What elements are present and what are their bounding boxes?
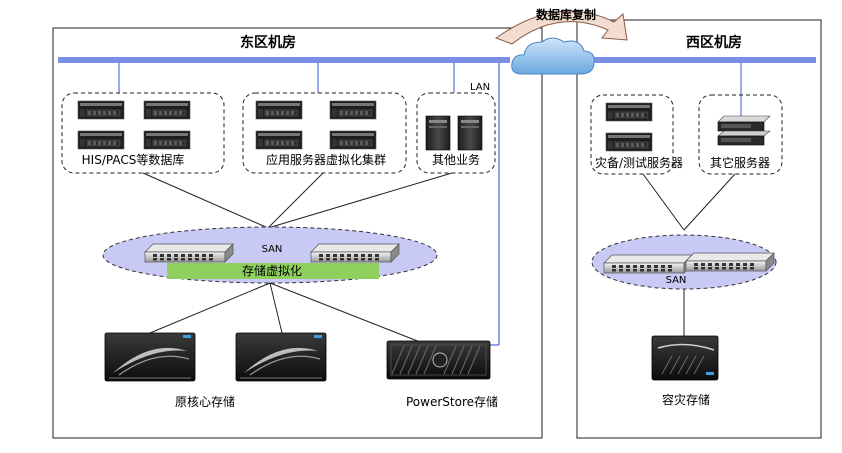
cloud-icon <box>511 37 595 75</box>
db-server-2 <box>143 100 191 120</box>
core-storage-array-2 <box>235 332 327 382</box>
dr-storage-array <box>651 335 719 381</box>
db-server-3 <box>77 130 125 150</box>
app-group-label: 应用服务器虚拟化集群 <box>266 152 386 167</box>
west-rack-server-2 <box>717 130 771 146</box>
west-lan-bus <box>594 57 816 63</box>
dr-server-2 <box>605 132 653 152</box>
west-other-group-label: 其它服务器 <box>710 155 770 170</box>
dr-server-1 <box>605 102 653 122</box>
west-san-switch-1 <box>603 254 693 274</box>
east-san: SAN 存储虚拟化 <box>102 226 438 284</box>
other-business-group: 其他业务 <box>416 92 496 174</box>
app-server-4 <box>329 130 377 150</box>
east-lan-label: LAN <box>470 82 490 93</box>
replication-arrow <box>494 10 628 45</box>
east-datacenter-border <box>52 27 543 439</box>
app-server-2 <box>329 100 377 120</box>
east-datacenter: 东区机房 LAN HIS/PACS等数据库 应用服务器虚拟化集群 <box>52 27 543 439</box>
dr-group-label: 灾备/测试服务器 <box>595 155 683 170</box>
database-replication: 数据库复制 <box>494 7 628 75</box>
db-server-group: HIS/PACS等数据库 <box>61 92 225 174</box>
db-server-4 <box>143 130 191 150</box>
west-rack-server-1 <box>717 115 771 132</box>
west-other-server-group: 其它服务器 <box>698 94 783 175</box>
app-server-1 <box>255 100 303 120</box>
storage-virtualization-bar <box>167 263 379 279</box>
west-san: SAN <box>591 234 777 290</box>
tower-server-1 <box>425 115 451 151</box>
west-san-label: SAN <box>666 275 687 286</box>
west-san-switch-2 <box>685 252 775 272</box>
east-san-switch-2 <box>310 243 400 263</box>
west-datacenter-title: 西区机房 <box>686 34 742 51</box>
core-storage-array-1 <box>104 332 196 382</box>
powerstore-array <box>386 340 491 380</box>
db-server-1 <box>77 100 125 120</box>
other-group-label: 其他业务 <box>432 152 480 167</box>
east-lan-bus <box>58 57 510 63</box>
app-cluster-group: 应用服务器虚拟化集群 <box>242 92 407 174</box>
db-group-label: HIS/PACS等数据库 <box>82 152 185 167</box>
east-datacenter-title: 东区机房 <box>240 34 296 51</box>
core-storage-label: 原核心存储 <box>175 394 235 409</box>
tower-server-2 <box>457 115 483 151</box>
west-datacenter-border <box>576 19 822 439</box>
west-datacenter: 西区机房 灾备/测试服务器 其它服务器 <box>576 19 822 439</box>
east-san-label: SAN <box>262 244 283 255</box>
east-san-switch-1 <box>144 243 234 263</box>
storage-virtualization-label: 存储虚拟化 <box>242 263 302 278</box>
dr-server-group: 灾备/测试服务器 <box>590 94 683 175</box>
powerstore-label: PowerStore存储 <box>406 394 498 409</box>
replication-label: 数据库复制 <box>536 7 596 22</box>
dr-storage-label: 容灾存储 <box>662 392 710 407</box>
app-server-3 <box>255 130 303 150</box>
